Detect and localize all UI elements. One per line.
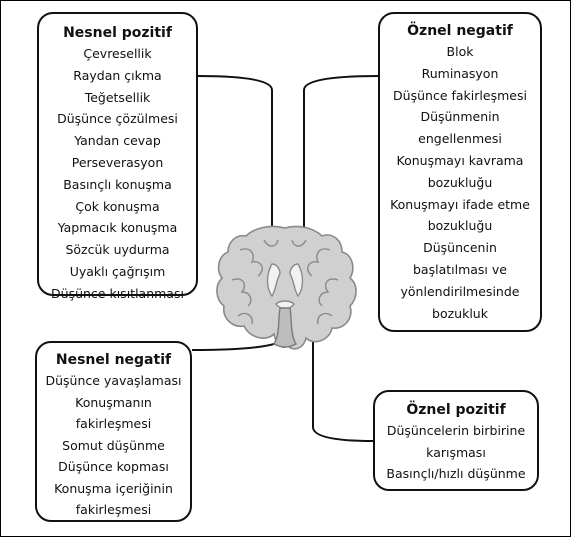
box-oznel-negatif: Öznel negatif Blok Ruminasyon Düşünce fa… xyxy=(378,12,542,332)
list-item: Sözcük uydurma xyxy=(65,242,170,258)
list-item: Düşünce kopması xyxy=(58,459,169,474)
list-item: Basınçlı/hızlı düşünme xyxy=(386,466,526,481)
list-item: Uyaklı çağrışım xyxy=(69,263,166,279)
list-item: Çok konuşma xyxy=(75,198,160,214)
connector-oznel-negatif xyxy=(303,75,379,235)
list-item: Konuşmayı ifade etme xyxy=(390,196,530,212)
box-nesnel-negatif: Nesnel negatif Düşünce yavaşlaması Konuş… xyxy=(35,341,192,522)
list-item: Teğetsellik xyxy=(84,89,151,105)
list-item: Düşünmenin xyxy=(420,109,500,125)
list-item: Düşünce fakirleşmesi xyxy=(393,87,527,103)
connector-nesnel-pozitif xyxy=(197,75,273,235)
box-title: Nesnel pozitif xyxy=(63,25,172,41)
list-item: Konuşma içeriğinin xyxy=(54,480,173,496)
list-item: Somut düşünme xyxy=(62,437,165,453)
list-item: Çevresellik xyxy=(83,46,152,61)
list-item: fakirleşmesi xyxy=(75,502,152,517)
list-item: başlatılması ve xyxy=(413,261,507,277)
list-item: Blok xyxy=(446,44,474,59)
list-item: Konuşmayı kavrama xyxy=(396,152,524,168)
list-item: Yapmacık konuşma xyxy=(57,220,178,236)
box-nesnel-pozitif: Nesnel pozitif Çevresellik Raydan çıkma … xyxy=(37,12,198,301)
list-item: bozukluğu xyxy=(427,174,493,190)
list-item: Konuşmanın xyxy=(75,394,152,410)
box-oznel-pozitif: Öznel pozitif Düşüncelerin birbirine kar… xyxy=(373,390,539,491)
box-title: Nesnel negatif xyxy=(55,352,172,368)
list-item: engellenmesi xyxy=(418,131,502,147)
list-item: karışması xyxy=(426,444,486,460)
box-title: Öznel negatif xyxy=(407,23,513,39)
list-item: Basınçlı konuşma xyxy=(63,176,172,192)
list-item: Düşüncenin xyxy=(423,240,497,256)
list-item: Düşüncelerin birbirine xyxy=(386,423,526,438)
list-item: Perseverasyon xyxy=(71,154,164,170)
brain-illustration xyxy=(216,225,357,350)
list-item: Raydan çıkma xyxy=(73,67,162,83)
list-item: yönlendirilmesinde xyxy=(400,283,520,299)
list-item: Ruminasyon xyxy=(421,65,499,81)
list-item: Yandan cevap xyxy=(74,133,161,149)
box-title: Öznel pozitif xyxy=(406,402,506,418)
connector-oznel-pozitif xyxy=(312,320,374,442)
list-item: fakirleşmesi xyxy=(75,416,152,431)
list-item: Düşünce yavaşlaması xyxy=(45,373,182,388)
list-item: bozukluğu xyxy=(427,218,493,234)
list-item: bozukluk xyxy=(432,305,488,321)
list-item: Düşünce çözülmesi xyxy=(57,111,178,127)
list-item: Düşünce kısıtlanması xyxy=(51,285,184,301)
